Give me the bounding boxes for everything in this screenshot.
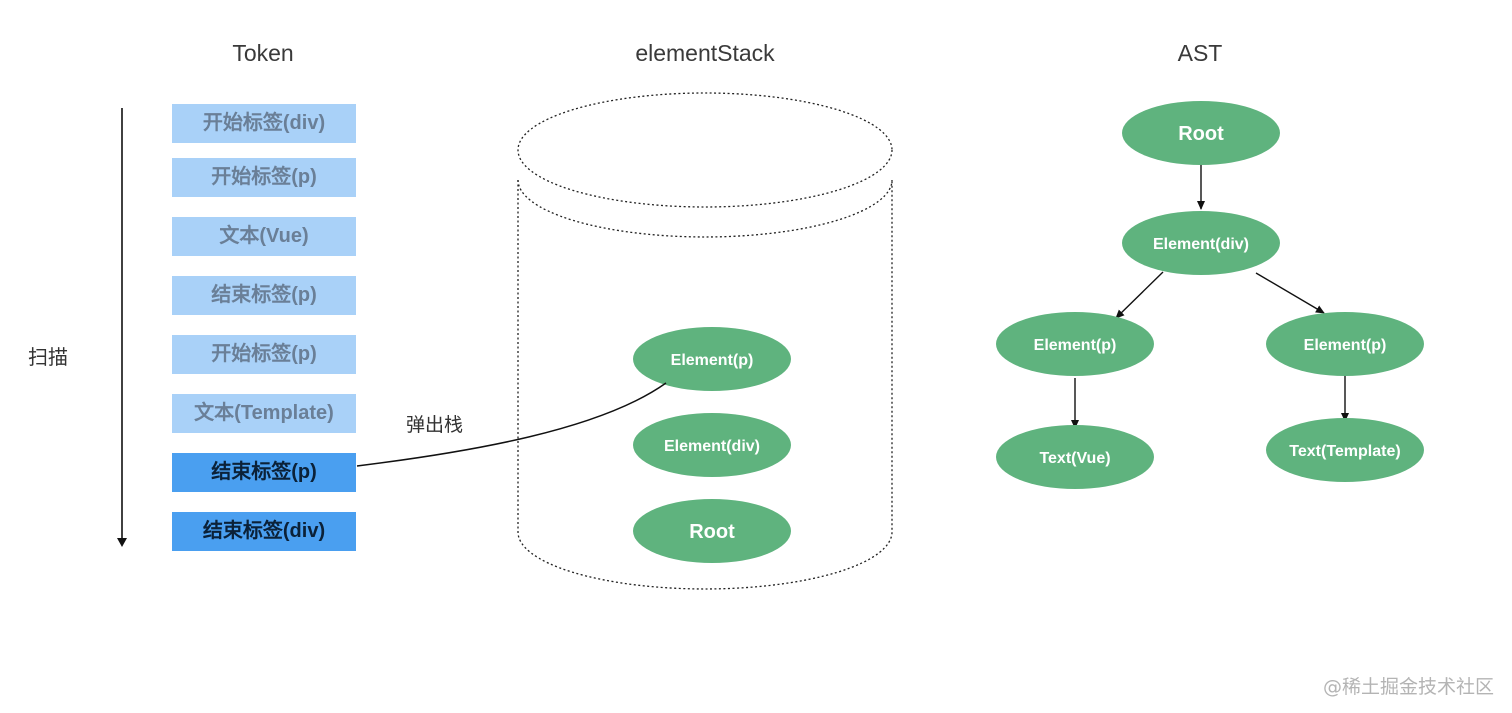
- ast-node-text-vue: Text(Vue): [996, 425, 1154, 489]
- ast-node-label: Element(p): [1304, 337, 1387, 354]
- ast-node-div: Element(div): [1122, 211, 1280, 275]
- token-column-title: Token: [232, 40, 294, 66]
- scan-arrow: [117, 108, 127, 547]
- ast-edge: [1115, 271, 1164, 319]
- pop-connector-line: [356, 382, 667, 467]
- token-item: 开始标签(p): [172, 158, 356, 197]
- watermark: @稀土掘金技术社区: [1322, 676, 1494, 698]
- token-item: 开始标签(p): [172, 335, 356, 374]
- scan-label: 扫描: [28, 345, 68, 369]
- ast-node-label: Element(div): [1153, 236, 1249, 253]
- ast-node-label: Text(Template): [1289, 443, 1400, 460]
- ast-node-root: Root: [1122, 101, 1280, 165]
- stack-node-label: Root: [689, 521, 735, 543]
- ast-column-title: AST: [1177, 40, 1223, 66]
- token-item: 文本(Vue): [172, 217, 356, 256]
- token-item-current: 结束标签(p): [172, 453, 356, 492]
- token-item: 结束标签(div): [172, 512, 356, 551]
- ast-node-p-right: Element(p): [1266, 312, 1424, 376]
- token-item: 文本(Template): [172, 394, 356, 433]
- ast-node-p-left: Element(p): [996, 312, 1154, 376]
- token-item: 开始标签(div): [172, 104, 356, 143]
- ast-node-label: Root: [1178, 123, 1224, 145]
- stack-node-label: Element(div): [664, 438, 760, 455]
- stack-node-p: Element(p): [633, 327, 791, 391]
- stack-column-title: elementStack: [635, 40, 775, 66]
- pop-stack-label: 弹出栈: [406, 414, 464, 436]
- stack-node-div: Element(div): [633, 413, 791, 477]
- ast-node-label: Text(Vue): [1039, 450, 1110, 467]
- ast-edge: [1255, 272, 1325, 314]
- stack-cylinder: [517, 92, 893, 590]
- ast-node-label: Element(p): [1034, 337, 1117, 354]
- stack-node-label: Element(p): [671, 352, 754, 369]
- ast-node-text-template: Text(Template): [1266, 418, 1424, 482]
- token-item: 结束标签(p): [172, 276, 356, 315]
- stack-node-root: Root: [633, 499, 791, 563]
